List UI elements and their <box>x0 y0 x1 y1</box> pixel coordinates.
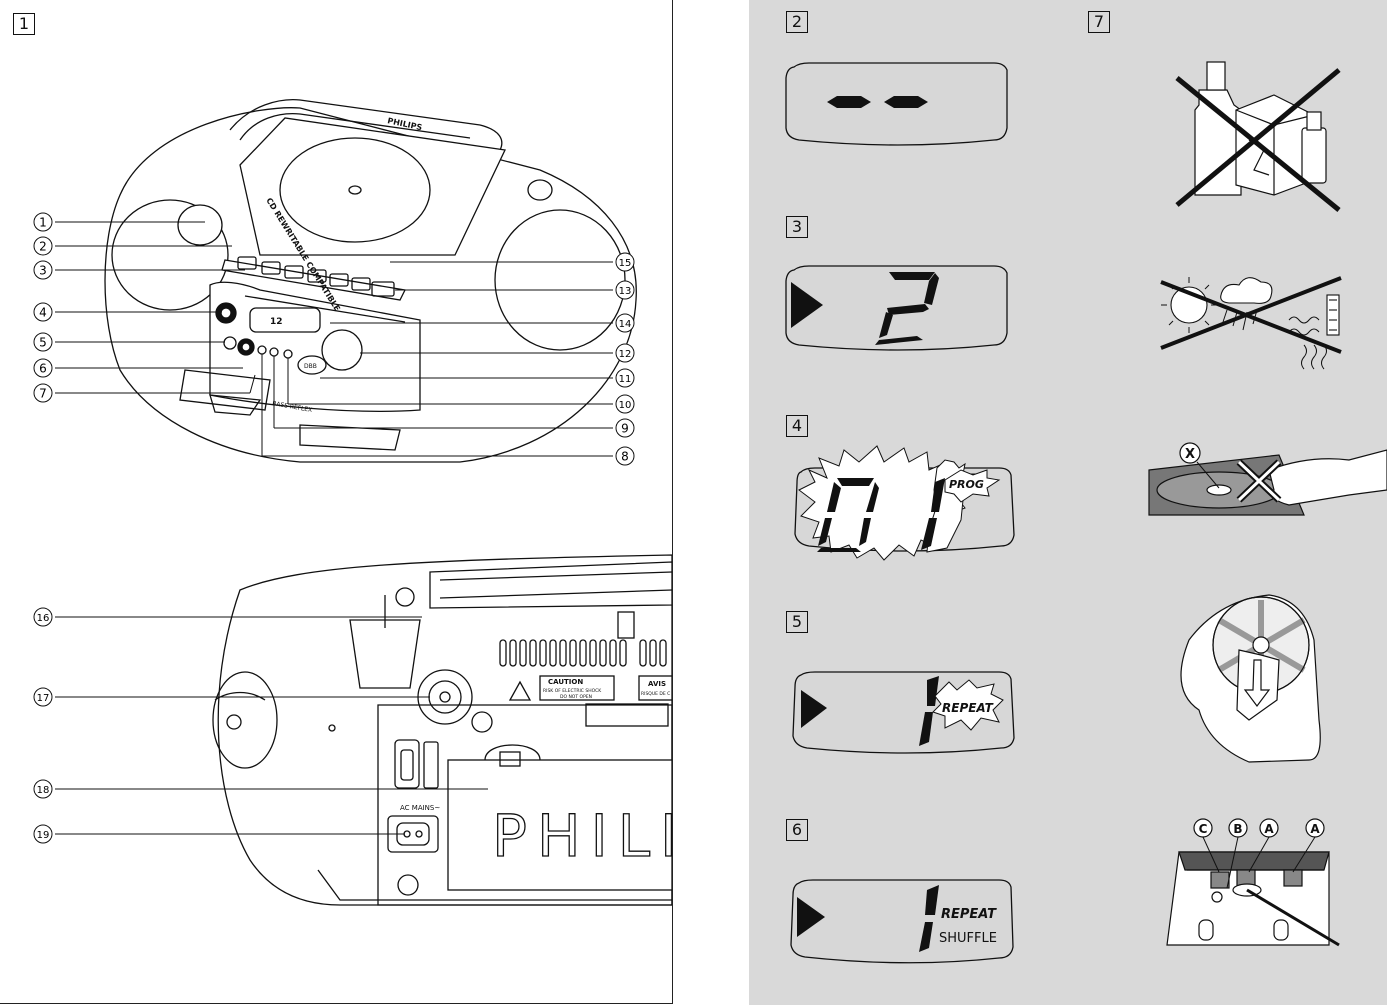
callout-13: 13 <box>615 280 635 300</box>
callout-15: 15 <box>615 252 635 272</box>
lens-label-a1: A <box>1264 822 1274 836</box>
figure-number-6: 6 <box>786 819 808 841</box>
callout-16: 16 <box>33 607 53 627</box>
lens-label-b: B <box>1233 822 1242 836</box>
play-icon-fig5 <box>801 690 827 728</box>
callout-markers: 1 2 3 4 5 6 7 8 9 10 11 12 13 14 15 16 1… <box>33 212 635 844</box>
display-fig6: REPEAT SHUFFLE <box>790 879 1014 964</box>
display-fig2 <box>785 62 1008 146</box>
digits-01 <box>817 478 945 552</box>
fig4-digits: 01 <box>749 0 751 1</box>
caution-sub2: DO NOT OPEN <box>560 694 592 700</box>
svg-text:15: 15 <box>619 258 632 269</box>
svg-text:3: 3 <box>39 264 47 278</box>
do-not-touch-lens-illustration: X <box>1148 442 1387 516</box>
boombox-front-drawing: CD REWRITABLE COMPATIBLE PHILIPS 12 DBB … <box>104 99 637 463</box>
figure-number-3: 3 <box>786 216 808 238</box>
display-fig4: PROG 01 <box>749 0 1015 561</box>
lens-x-marker: X <box>1185 447 1195 462</box>
callout-4: 4 <box>33 302 53 322</box>
disc-cleaning-illustration <box>1180 594 1321 763</box>
left-page: 1 <box>0 0 673 1004</box>
svg-text:8: 8 <box>621 450 629 464</box>
seven-segment-digit <box>875 272 939 345</box>
ac-mains-label: AC MAINS~ <box>400 804 440 812</box>
callout-2: 2 <box>33 236 53 256</box>
lcd-display-value: 12 <box>270 317 283 327</box>
lens-label-c: C <box>1199 822 1208 836</box>
boombox-rear-drawing: AC MAINS~ CAUTION RISK OF ELECTRIC SHOCK… <box>212 554 672 906</box>
display-fig5: REPEAT <box>792 671 1015 754</box>
svg-text:7: 7 <box>39 387 47 401</box>
callout-8: 8 <box>615 446 635 466</box>
svg-text:19: 19 <box>37 830 50 841</box>
svg-text:6: 6 <box>39 362 47 376</box>
callout-5: 5 <box>33 332 53 352</box>
leader-lines-front <box>55 221 613 457</box>
callout-19: 19 <box>33 824 53 844</box>
callout-10: 10 <box>615 394 635 414</box>
caution-label: CAUTION <box>548 678 583 686</box>
svg-text:2: 2 <box>39 240 47 254</box>
shuffle-label: SHUFFLE <box>939 931 997 946</box>
repeat-label: REPEAT <box>942 701 994 715</box>
front-and-rear-illustration: CD REWRITABLE COMPATIBLE PHILIPS 12 DBB … <box>33 99 672 906</box>
svg-text:13: 13 <box>619 286 632 297</box>
fig3-digit: 2 <box>749 0 750 1</box>
play-icon-fig6 <box>797 897 825 937</box>
callout-12: 12 <box>615 343 635 363</box>
figure-number-2: 2 <box>786 11 808 33</box>
svg-text:18: 18 <box>37 785 50 796</box>
lens-cleaning-illustration: C B A A <box>1166 818 1340 947</box>
svg-text:12: 12 <box>619 349 632 360</box>
no-heat-moisture-illustration <box>1160 276 1342 370</box>
callout-6: 6 <box>33 358 53 378</box>
figure-number-1: 1 <box>13 13 35 35</box>
play-icon <box>791 282 823 328</box>
svg-text:11: 11 <box>619 374 632 385</box>
display-fig3: 2 <box>749 0 1008 351</box>
callout-14: 14 <box>615 313 635 333</box>
callout-7: 7 <box>33 383 53 403</box>
svg-text:16: 16 <box>37 613 50 624</box>
svg-text:17: 17 <box>37 693 50 704</box>
no-chemicals-illustration <box>1175 61 1341 212</box>
svg-text:4: 4 <box>39 306 47 320</box>
callout-3: 3 <box>33 260 53 280</box>
figure-number-7: 7 <box>1088 11 1110 33</box>
callout-18: 18 <box>33 779 53 799</box>
avis-label: AVIS <box>648 680 666 688</box>
avis-sub: RISQUE DE C <box>641 691 670 697</box>
page-gutter <box>674 0 749 1005</box>
svg-text:5: 5 <box>39 336 47 350</box>
svg-text:14: 14 <box>619 319 632 330</box>
brand-logo-top: PHILIPS <box>387 116 424 132</box>
svg-text:1: 1 <box>39 216 47 230</box>
prog-label: PROG <box>949 478 984 491</box>
rear-brand-logo: PHILI <box>492 802 672 870</box>
leader-lines-rear <box>55 616 488 835</box>
callout-17: 17 <box>33 687 53 707</box>
figure-number-5: 5 <box>786 611 808 633</box>
caution-sub1: RISK OF ELECTRIC SHOCK <box>543 688 602 694</box>
right-page-illustrations: 2 PROG 01 <box>749 0 1387 964</box>
figure-number-4: 4 <box>786 415 808 437</box>
callout-11: 11 <box>615 368 635 388</box>
callout-9: 9 <box>615 418 635 438</box>
repeat-label-fig6: REPEAT <box>941 907 997 922</box>
right-page: 2 7 3 4 5 6 2 <box>749 0 1387 1005</box>
dbb-label: DBB <box>304 363 317 370</box>
svg-text:10: 10 <box>619 400 632 411</box>
svg-text:9: 9 <box>621 422 629 436</box>
lens-label-a2: A <box>1310 822 1320 836</box>
callout-1: 1 <box>33 212 53 232</box>
